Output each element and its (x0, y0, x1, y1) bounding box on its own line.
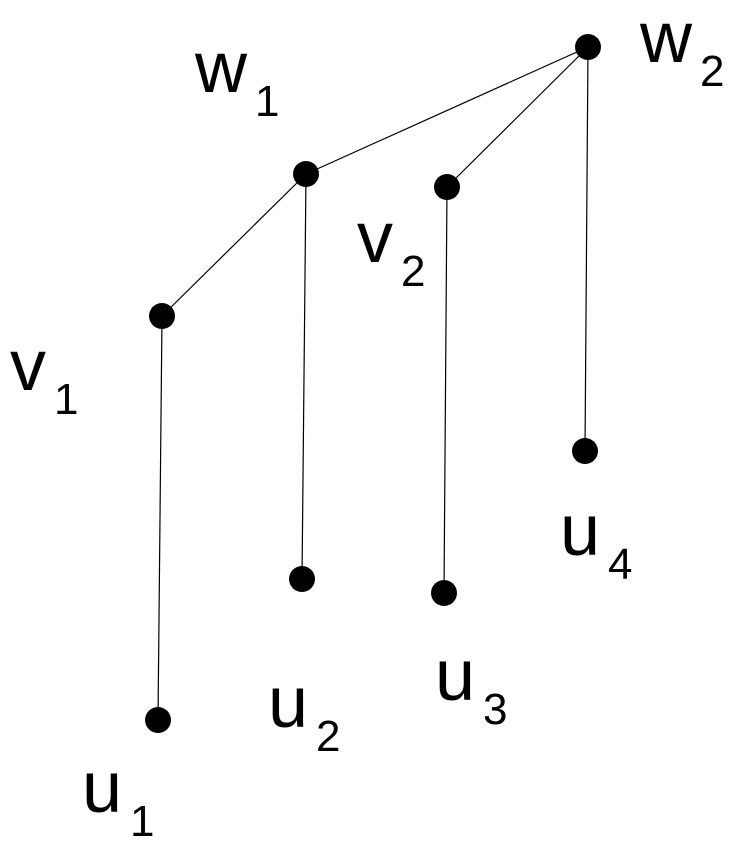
node-v2 (434, 174, 460, 200)
node-label-index: 4 (608, 540, 632, 589)
edge-v1-u1 (157, 315, 163, 721)
edge-v2-u3 (443, 186, 448, 594)
nodes (145, 34, 601, 733)
node-label-index: 2 (401, 247, 425, 296)
edge-w1-u2 (301, 173, 307, 580)
node-label-index: 2 (700, 47, 724, 96)
node-label-letter: u (82, 748, 122, 828)
node-label-index: 1 (54, 375, 78, 424)
node-label-index: 1 (255, 77, 279, 126)
node-v1 (149, 303, 175, 329)
edge-w1-v1 (161, 173, 307, 317)
edge-w2-v2 (446, 46, 589, 188)
node-label-index: 2 (316, 712, 340, 761)
node-label-letter: u (560, 491, 600, 571)
node-u3 (431, 580, 457, 606)
node-label-letter: v (10, 326, 46, 406)
node-u4 (572, 438, 598, 464)
node-label-letter: w (639, 0, 693, 78)
edge-w2-u4 (584, 46, 589, 452)
edge-w2-w1 (305, 46, 589, 175)
node-label-index: 1 (130, 797, 154, 846)
node-label-letter: u (268, 663, 308, 743)
node-label-letter: w (194, 28, 248, 108)
edges (157, 46, 589, 721)
node-w2 (575, 34, 601, 60)
node-u1 (145, 707, 171, 733)
node-u2 (289, 566, 315, 592)
node-w1 (293, 161, 319, 187)
node-label-letter: u (435, 636, 475, 716)
node-label-index: 3 (483, 685, 507, 734)
node-label-letter: v (357, 198, 393, 278)
